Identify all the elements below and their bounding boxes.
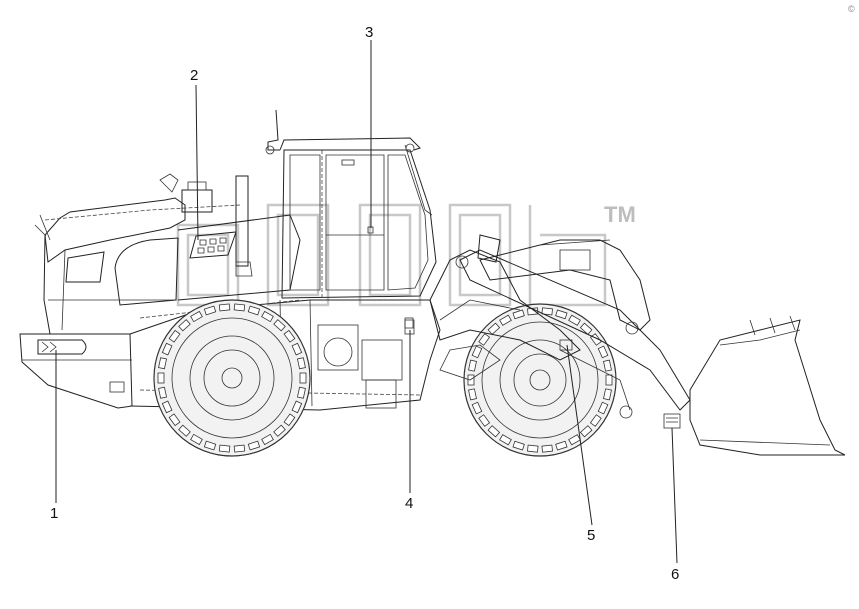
tire-tread-block bbox=[297, 357, 306, 370]
operator-cab bbox=[265, 109, 437, 300]
tire-tread-block bbox=[589, 414, 602, 427]
tire-tread-block bbox=[218, 444, 231, 453]
callout-1: 1 bbox=[50, 505, 58, 522]
tire-tread-block bbox=[261, 310, 274, 323]
tire-tread-block bbox=[247, 305, 261, 316]
callout-labels: 1 2 3 4 5 6 bbox=[50, 24, 679, 583]
tire-tread-block bbox=[468, 388, 477, 401]
engine-hood bbox=[34, 197, 301, 335]
leader-5 bbox=[566, 344, 593, 526]
tire-tread-block bbox=[168, 413, 181, 427]
callout-6: 6 bbox=[671, 566, 679, 583]
tire-tread-block bbox=[218, 303, 231, 312]
lift-arm bbox=[455, 234, 691, 419]
leader-2 bbox=[195, 84, 199, 241]
tire-tread-block bbox=[512, 440, 525, 451]
tire-tread-block bbox=[203, 305, 217, 316]
tire-tread-block bbox=[541, 307, 553, 316]
tire-tread-block bbox=[467, 374, 475, 386]
rear-counterweight bbox=[19, 333, 133, 409]
trademark-text: TM bbox=[604, 202, 636, 227]
corner-mark: © bbox=[848, 4, 855, 14]
rear-wheel bbox=[153, 299, 311, 457]
tire-tread-block bbox=[579, 322, 593, 335]
watermark: TM bbox=[176, 202, 636, 307]
callout-5: 5 bbox=[587, 527, 595, 544]
tire-tread-block bbox=[568, 314, 581, 326]
tire-tread-block bbox=[190, 310, 203, 323]
tire-tread-block bbox=[487, 425, 501, 438]
tire-tread-block bbox=[527, 444, 539, 453]
tire-tread-block bbox=[541, 444, 553, 453]
tire-tread-block bbox=[203, 440, 217, 451]
tire-tread-block bbox=[471, 345, 483, 359]
tire-tread-block bbox=[273, 424, 286, 437]
front-wheel bbox=[463, 303, 617, 457]
tire-tread-block bbox=[190, 433, 203, 446]
tire-tread-block bbox=[555, 440, 568, 451]
tire-tread-block bbox=[499, 314, 512, 326]
tire-tread-block bbox=[158, 386, 167, 399]
tire-tread-block bbox=[233, 444, 246, 453]
leader-lines bbox=[55, 40, 678, 564]
tire-tread-block bbox=[597, 345, 609, 359]
tire-tread-block bbox=[603, 359, 612, 372]
tire-tread-block bbox=[247, 440, 261, 451]
tire-tread-block bbox=[468, 359, 477, 372]
exhaust-stack bbox=[235, 175, 253, 277]
leader-6 bbox=[671, 427, 678, 564]
tire-tread-block bbox=[471, 401, 483, 415]
tire-tread-block bbox=[291, 342, 303, 356]
tire-tread-block bbox=[499, 434, 512, 446]
tire-tread-block bbox=[603, 388, 612, 401]
tire-tread-block bbox=[161, 342, 173, 356]
tire-tread-block bbox=[297, 386, 306, 399]
tire-tread-block bbox=[568, 434, 581, 446]
tire-tread-block bbox=[233, 303, 246, 312]
callout-2: 2 bbox=[190, 67, 198, 84]
air-intake bbox=[159, 173, 237, 259]
tire-tread-block bbox=[299, 372, 307, 384]
tire-tread-block bbox=[168, 329, 181, 343]
tire-tread-block bbox=[512, 309, 525, 320]
tire-tread-block bbox=[157, 372, 165, 384]
bucket bbox=[663, 315, 846, 456]
tire-tread-block bbox=[605, 374, 613, 386]
callout-4: 4 bbox=[405, 495, 413, 512]
tire-tread-block bbox=[487, 322, 501, 335]
tire-tread-block bbox=[478, 414, 491, 427]
tire-tread-block bbox=[178, 424, 191, 437]
tire-tread-block bbox=[283, 413, 296, 427]
tire-tread-block bbox=[291, 400, 303, 414]
tire-tread-block bbox=[555, 309, 568, 320]
callout-3: 3 bbox=[365, 24, 373, 41]
tire-tread-block bbox=[161, 400, 173, 414]
tire-tread-block bbox=[478, 333, 491, 346]
tire-tread-block bbox=[273, 319, 286, 332]
tire-tread-block bbox=[597, 401, 609, 415]
tire-tread-block bbox=[579, 425, 593, 438]
tire-tread-block bbox=[283, 329, 296, 343]
tire-tread-block bbox=[158, 357, 167, 370]
tire-tread-block bbox=[261, 433, 274, 446]
tire-tread-block bbox=[178, 319, 191, 332]
